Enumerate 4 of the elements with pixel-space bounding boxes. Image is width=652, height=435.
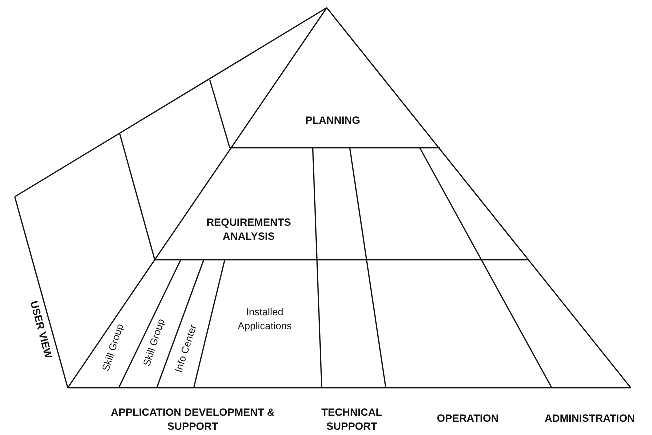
rotated-label: Skill Group xyxy=(100,322,128,374)
rotated-label: USER VIEW xyxy=(26,300,56,360)
rotated-label: Skill Group xyxy=(141,318,169,368)
rotated-label: Info Center xyxy=(172,323,201,375)
